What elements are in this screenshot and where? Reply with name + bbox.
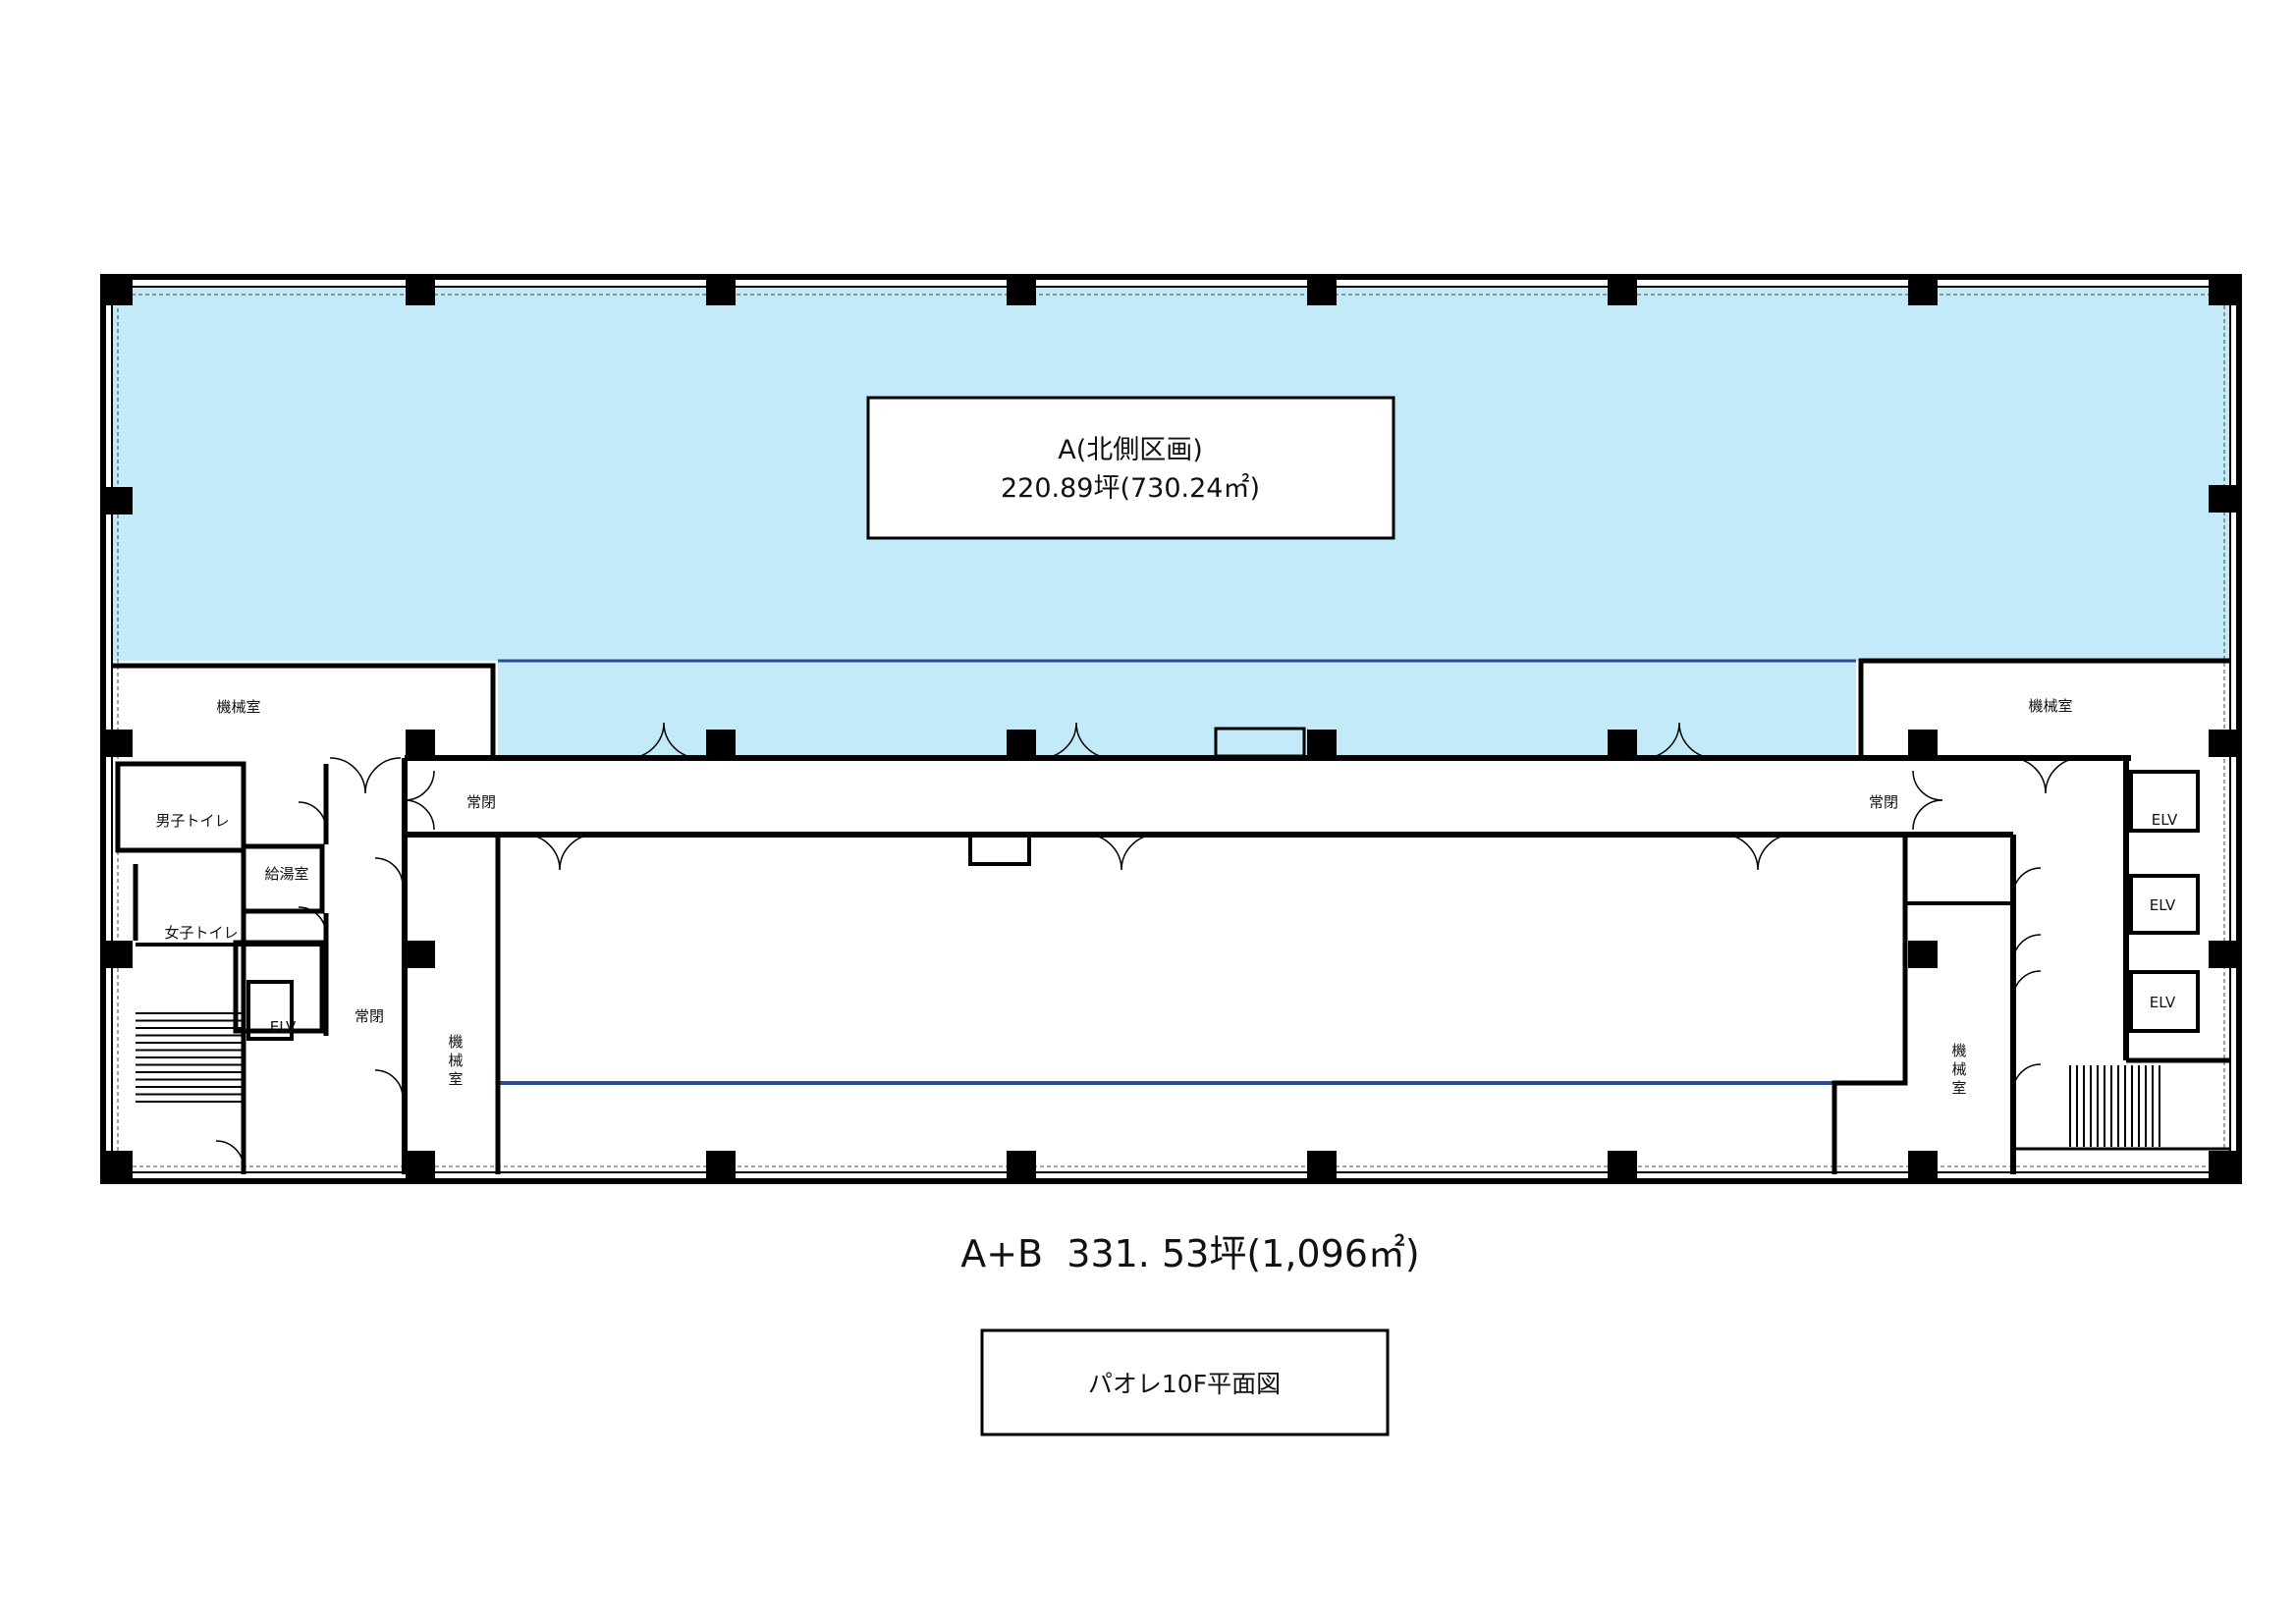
single-door — [374, 857, 404, 887]
total-area: A+B 331. 53坪(1,096㎡) — [960, 1232, 1420, 1275]
single-door — [2012, 934, 2042, 963]
elevator-west-label: ELV — [270, 1018, 297, 1036]
column — [1007, 1151, 1036, 1180]
double-door — [628, 722, 700, 759]
column — [1608, 1151, 1637, 1180]
double-door — [523, 834, 596, 871]
drawing-title-box: パオレ10F平面図 — [980, 1328, 1390, 1436]
column — [2209, 485, 2238, 513]
machine-room-ne-label: 機械室 — [2028, 697, 2072, 715]
machine-room-e-char-1: 機 — [1951, 1042, 1966, 1059]
machine-room-ne — [1858, 658, 2230, 756]
doors — [215, 722, 2082, 1169]
area-a-size: 220.89坪(730.24㎡) — [1001, 473, 1260, 504]
column — [1908, 1151, 1938, 1180]
column — [706, 730, 736, 757]
column — [103, 941, 133, 968]
double-door — [1912, 770, 1943, 831]
double-door — [1040, 722, 1113, 759]
column — [103, 730, 133, 757]
stairs-west — [136, 1012, 242, 1103]
column — [103, 487, 133, 514]
single-door — [215, 1140, 245, 1169]
elevator-east-3-label: ELV — [2150, 994, 2176, 1011]
machine-room-w-char-1: 機 — [448, 1033, 463, 1051]
tenant-area-a[interactable] — [112, 287, 2230, 756]
womens-toilet-label: 女子トイレ — [164, 924, 238, 942]
column — [1007, 730, 1036, 757]
double-door — [1722, 834, 1794, 871]
column — [406, 730, 435, 757]
column — [1908, 730, 1938, 757]
column — [406, 278, 435, 305]
column — [1908, 941, 1938, 968]
machine-room-nw-label: 機械室 — [216, 698, 260, 716]
column — [103, 278, 133, 305]
single-door — [2012, 970, 2042, 1000]
column — [2209, 1151, 2238, 1180]
column — [1608, 730, 1637, 757]
mens-toilet-label: 男子トイレ — [155, 812, 229, 830]
double-door — [2009, 757, 2082, 794]
single-door — [374, 1069, 404, 1099]
column — [2209, 278, 2238, 305]
machine-room-e-char-2: 械 — [1951, 1060, 1966, 1078]
normally-closed-label-3: 常閉 — [355, 1007, 384, 1025]
single-door — [2012, 1063, 2042, 1093]
single-door — [298, 906, 327, 936]
corridor-walls — [402, 755, 2131, 1174]
single-door — [298, 801, 327, 831]
kitchenette-label: 給湯室 — [264, 865, 308, 883]
machine-room-w-char-3: 室 — [448, 1070, 463, 1088]
elevator-east-1-label: ELV — [2152, 811, 2178, 829]
double-door — [1085, 834, 1158, 871]
normally-closed-label-1: 常閉 — [466, 793, 496, 811]
column — [706, 278, 736, 305]
column — [706, 1151, 736, 1180]
column — [406, 941, 435, 968]
double-door — [404, 770, 435, 831]
elevator-east-2-label: ELV — [2150, 896, 2176, 914]
column — [1007, 278, 1036, 305]
area-a-name: A(北側区画) — [1058, 435, 1203, 465]
column — [2209, 941, 2238, 968]
column — [406, 1151, 435, 1180]
east-core — [2013, 770, 2230, 1151]
column — [2209, 730, 2238, 757]
machine-room-e-char-3: 室 — [1951, 1079, 1966, 1097]
column — [1307, 278, 1337, 305]
column — [103, 1151, 133, 1180]
double-door — [329, 757, 402, 794]
area-a-label: A(北側区画) 220.89坪(730.24㎡) — [866, 396, 1395, 540]
inner-block-b — [495, 727, 2013, 1174]
columns — [103, 278, 2238, 1180]
column — [1307, 730, 1337, 757]
double-door — [1643, 722, 1716, 759]
machine-room-w-char-2: 械 — [448, 1052, 463, 1069]
column — [1307, 1151, 1337, 1180]
stairs-east — [2069, 1065, 2160, 1147]
column — [1908, 278, 1938, 305]
column — [1608, 278, 1637, 305]
single-door — [2012, 867, 2042, 896]
west-core — [115, 761, 329, 1174]
drawing-title: パオレ10F平面図 — [1088, 1370, 1281, 1398]
machine-room-nw — [112, 663, 496, 756]
normally-closed-label-2: 常閉 — [1869, 793, 1898, 811]
